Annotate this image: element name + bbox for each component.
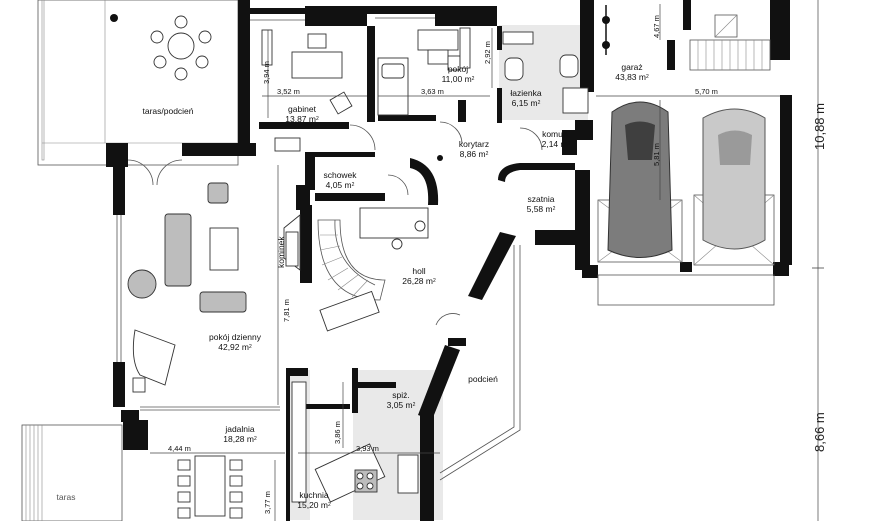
- downpipe-dot: [110, 14, 118, 22]
- terrace-top: [37, 0, 239, 166]
- label-podcien: podcień: [468, 374, 498, 384]
- dim-352: 3,52 m: [277, 87, 300, 96]
- label-kominek: kominek: [276, 236, 286, 268]
- porch-outline: [439, 245, 521, 481]
- kitchen-furniture: [291, 381, 419, 503]
- dim-363: 3,63 m: [421, 87, 444, 96]
- dim-377: 3,77 m: [263, 491, 272, 514]
- label-taras: taras: [56, 492, 76, 502]
- dim-467: 4,67 m: [652, 15, 661, 38]
- label-kuchnia: kuchnia 15,20 m2: [297, 490, 331, 510]
- dim-581: 5,81 m: [652, 143, 661, 166]
- label-komun: komun. 2,14 m2: [541, 129, 571, 149]
- fireplace: [283, 214, 301, 271]
- label-taras-podcien: taras/podcień: [142, 106, 194, 116]
- terrace-bottom: [21, 424, 123, 521]
- label-spiz: spiż. 3,05 m2: [386, 390, 416, 410]
- label-holl: holl 26,28 m2: [402, 266, 436, 286]
- dining-table: [177, 455, 243, 519]
- staircase: [317, 207, 429, 332]
- round-table: [150, 15, 212, 81]
- living-furniture: [127, 182, 247, 393]
- windows: [116, 17, 435, 411]
- car-right: [702, 108, 766, 250]
- dim-570: 5,70 m: [695, 87, 718, 96]
- walls: [106, 0, 792, 521]
- label-szatnia: szatnia 5,58 m2: [526, 194, 556, 214]
- dim-781: 7,81 m: [282, 299, 291, 322]
- bedroom-furniture: [377, 27, 471, 116]
- corridor-dot: [437, 155, 443, 161]
- label-pokoj-dzienny: pokój dzienny 42,92 m2: [209, 332, 261, 352]
- garage-extra: [602, 5, 771, 71]
- label-lazienka: łazienka 6,15 m2: [510, 88, 542, 108]
- dimension-lines: [150, 0, 824, 521]
- doors: [127, 121, 543, 326]
- dim-394: 3,94 m: [262, 61, 271, 84]
- study-furniture: [261, 29, 353, 152]
- car-left: [607, 101, 673, 258]
- label-pokoj: pokój 11,00 m2: [441, 64, 475, 84]
- dim-393: 3,93 m: [356, 444, 379, 453]
- dim-292: 2,92 m: [483, 41, 492, 64]
- label-korytarz: korytarz 8,86 m2: [458, 139, 490, 159]
- label-garaz: garaż 43,83 m2: [615, 62, 649, 82]
- label-jadalnia: jadalnia 18,28 m2: [223, 424, 257, 444]
- label-gabinet: gabinet 13,87 m2: [285, 104, 319, 124]
- dim-444: 4,44 m: [168, 444, 191, 453]
- label-schowek: schowek 4,05 m2: [323, 170, 357, 190]
- overall-dim-1088: 10,88 m: [812, 103, 827, 150]
- bathroom-fixtures: [502, 31, 589, 114]
- garage-cars: [597, 101, 775, 306]
- overall-dim-866: 8,66 m: [812, 412, 827, 452]
- dim-386: 3,86 m: [333, 421, 342, 444]
